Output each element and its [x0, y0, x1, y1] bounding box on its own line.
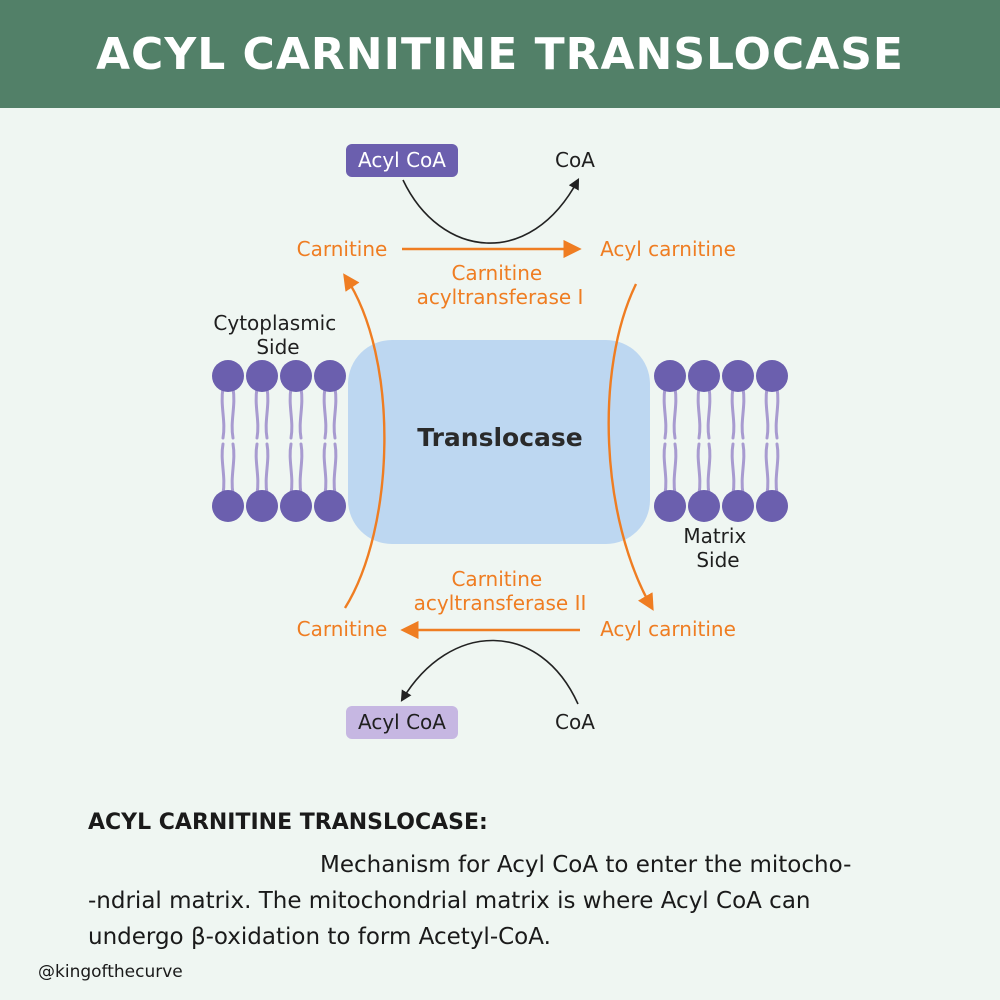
translocase-diagram: Translocase Cytoplasmic Side Matrix Side…	[212, 144, 788, 739]
lipid-tail	[696, 386, 702, 440]
lipid-head	[246, 360, 278, 392]
acyl-carnitine-top-label: Acyl carnitine	[600, 237, 736, 261]
cytoplasmic-label-line1: Cytoplasmic	[213, 311, 336, 335]
lipid-tail	[298, 386, 304, 440]
lipid-tail	[764, 386, 770, 440]
lipid-head	[280, 360, 312, 392]
bottom-coa-uptake-arrow	[400, 639, 579, 705]
coa-bottom-label: CoA	[555, 710, 595, 734]
enzyme-cat2-line2: acyltransferase II	[414, 591, 587, 615]
lipid-tail	[230, 442, 236, 496]
lipid-tail	[220, 386, 226, 440]
acyl-coa-bottom-pill	[346, 706, 458, 739]
carnitine-bottom-label: Carnitine	[297, 617, 388, 641]
lipid-tail	[254, 386, 260, 440]
lipid-head	[654, 360, 686, 392]
lipid-head	[756, 490, 788, 522]
lipid-tail	[764, 442, 770, 496]
lipid-tail	[288, 386, 294, 440]
lipid-head	[756, 360, 788, 392]
acyl-coa-top-label: Acyl CoA	[358, 148, 446, 172]
lipid-tail	[230, 386, 236, 440]
lipid-tail	[220, 442, 226, 496]
lipid-head	[280, 490, 312, 522]
lipid-tail	[288, 442, 294, 496]
lipid-tail	[298, 442, 304, 496]
lipid-head	[212, 490, 244, 522]
lipid-tail	[264, 442, 270, 496]
lipid-tail	[706, 386, 712, 440]
page-title: ACYL CARNITINE TRANSLOCASE	[96, 28, 904, 80]
lipid-head	[212, 360, 244, 392]
lipid-head	[722, 360, 754, 392]
enzyme-cat2-line1: Carnitine	[451, 567, 542, 591]
top-coa-release-arrow	[402, 178, 580, 244]
coa-top-label: CoA	[555, 148, 595, 172]
left-membrane	[212, 360, 346, 522]
description-body: Mechanism for Acyl CoA to enter the mito…	[88, 847, 928, 955]
lipid-head	[688, 360, 720, 392]
description-block: ACYL CARNITINE TRANSLOCASE: Mechanism fo…	[88, 810, 928, 955]
lipid-tail	[332, 442, 338, 496]
cytoplasmic-label-line2: Side	[256, 335, 299, 359]
lipid-head	[246, 490, 278, 522]
lipid-tail	[322, 442, 328, 496]
translocase-label: Translocase	[417, 423, 582, 452]
right-transport-arrow	[607, 283, 654, 611]
acyl-coa-top-pill	[346, 144, 458, 177]
lipid-tail	[730, 442, 736, 496]
lipid-tail	[730, 386, 736, 440]
lipid-head	[314, 490, 346, 522]
matrix-label-line2: Side	[696, 548, 739, 572]
description-line-3: undergo β-oxidation to form Acetyl-CoA.	[88, 924, 551, 950]
header-banner: ACYL CARNITINE TRANSLOCASE	[0, 0, 1000, 108]
lipid-tail	[774, 386, 780, 440]
matrix-side-label: Matrix Side	[683, 524, 752, 572]
carnitine-top-label: Carnitine	[297, 237, 388, 261]
enzyme-cat2-label: Carnitine acyltransferase II	[414, 567, 587, 615]
cytoplasmic-side-label: Cytoplasmic Side	[213, 311, 342, 359]
lipid-tail	[332, 386, 338, 440]
lipid-tail	[672, 442, 678, 496]
right-membrane	[654, 360, 788, 522]
lipid-tail	[322, 386, 328, 440]
lipid-tail	[706, 442, 712, 496]
lipid-tail	[740, 386, 746, 440]
lipid-tail	[254, 442, 260, 496]
lipid-tail	[696, 442, 702, 496]
lipid-head	[654, 490, 686, 522]
enzyme-cat1-line2: acyltransferase I	[417, 285, 584, 309]
lipid-tail	[740, 442, 746, 496]
enzyme-cat1-label: Carnitine acyltransferase I	[417, 261, 584, 309]
description-line-1: Mechanism for Acyl CoA to enter the mito…	[320, 852, 852, 878]
lipid-head	[314, 360, 346, 392]
lipid-head	[722, 490, 754, 522]
description-line-2: -ndrial matrix. The mitochondrial matrix…	[88, 888, 811, 914]
enzyme-cat1-line1: Carnitine	[451, 261, 542, 285]
acyl-carnitine-bottom-label: Acyl carnitine	[600, 617, 736, 641]
matrix-label-line1: Matrix	[683, 524, 746, 548]
lipid-head	[688, 490, 720, 522]
lipid-tail	[662, 386, 668, 440]
translocase-protein	[348, 340, 650, 544]
footer-handle: @kingofthecurve	[38, 962, 183, 982]
description-title: ACYL CARNITINE TRANSLOCASE:	[88, 810, 488, 835]
acyl-coa-bottom-label: Acyl CoA	[358, 710, 446, 734]
lipid-tail	[774, 442, 780, 496]
lipid-tail	[264, 386, 270, 440]
left-return-arrow	[343, 273, 386, 609]
lipid-tail	[672, 386, 678, 440]
lipid-tail	[662, 442, 668, 496]
